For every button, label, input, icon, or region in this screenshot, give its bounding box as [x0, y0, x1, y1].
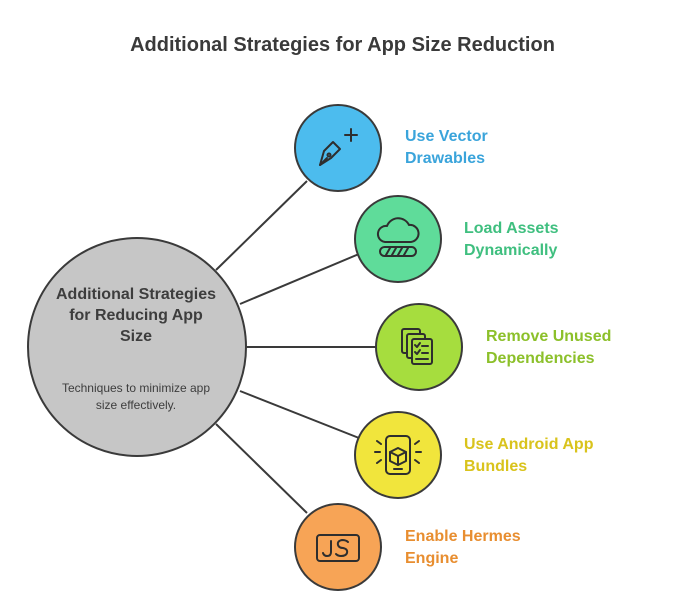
js-code-icon — [316, 534, 360, 562]
connectors — [215, 180, 376, 514]
checklist-documents-icon — [401, 328, 433, 365]
strategy-node-4 — [354, 411, 442, 499]
hub-description: Techniques to minimize app size effectiv… — [61, 381, 211, 412]
strategy-node-3 — [375, 303, 463, 391]
hub-circle — [27, 237, 247, 457]
strategy-node-1 — [294, 104, 382, 192]
diagram-title: Additional Strategies for App Size Reduc… — [130, 34, 555, 56]
strategy-label-1: Use Vector Drawables — [405, 128, 488, 167]
strategy-node-2 — [354, 195, 442, 283]
phone-package-icon — [374, 435, 422, 475]
strategy-label-2: Load Assets Dynamically — [464, 220, 559, 259]
strategy-label-4: Use Android App Bundles — [464, 436, 594, 475]
connector-4 — [239, 390, 360, 439]
connector-1 — [215, 180, 308, 271]
hub-title: Additional Strategies for Reducing App S… — [55, 286, 217, 345]
strategy-label-5: Enable Hermes Engine — [405, 528, 521, 567]
connector-2 — [239, 253, 360, 305]
strategy-node-5 — [294, 503, 382, 591]
connector-5 — [215, 423, 308, 514]
cloud-loading-icon — [376, 217, 420, 257]
strategy-label-3: Remove Unused Dependencies — [486, 328, 612, 367]
pen-tool-icon — [319, 128, 358, 166]
